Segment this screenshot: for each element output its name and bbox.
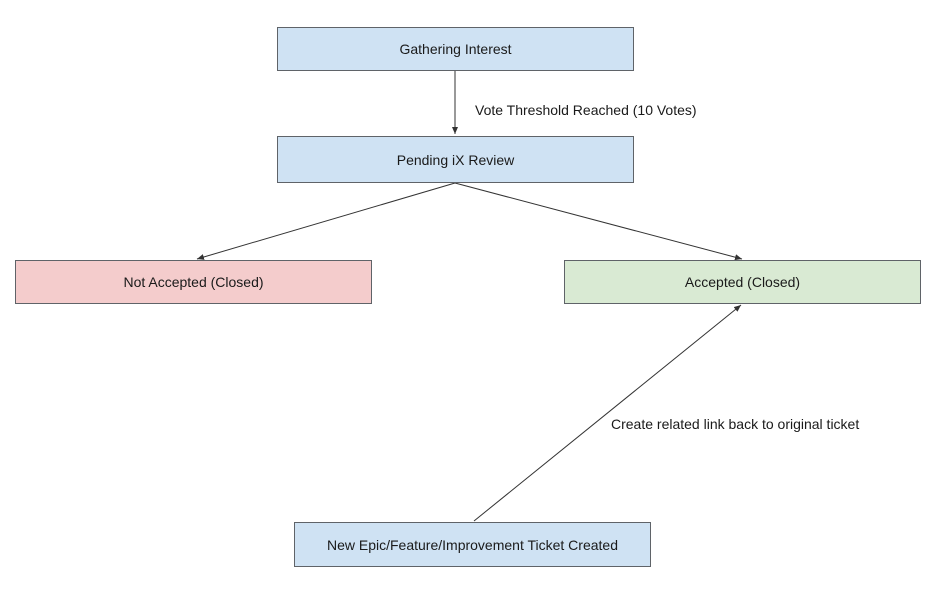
arrow-new-ticket-to-accepted [473, 304, 742, 522]
edge-label-related-link: Create related link back to original tic… [611, 416, 860, 432]
node-new-ticket-created: New Epic/Feature/Improvement Ticket Crea… [294, 522, 651, 567]
arrow-pending-to-accepted [454, 182, 743, 261]
node-label: Not Accepted (Closed) [123, 274, 264, 290]
node-label: Gathering Interest [399, 41, 512, 57]
node-not-accepted: Not Accepted (Closed) [15, 260, 372, 304]
arrow-pending-to-not-accepted [196, 182, 456, 260]
node-label: Accepted (Closed) [684, 274, 801, 290]
edge-label-vote-threshold: Vote Threshold Reached (10 Votes) [475, 102, 697, 118]
node-label: Pending iX Review [396, 151, 515, 168]
node-pending-ix-review: Pending iX Review [277, 136, 634, 183]
node-gathering-interest: Gathering Interest [277, 27, 634, 71]
node-label: New Epic/Feature/Improvement Ticket Crea… [326, 536, 618, 553]
node-accepted: Accepted (Closed) [564, 260, 921, 304]
